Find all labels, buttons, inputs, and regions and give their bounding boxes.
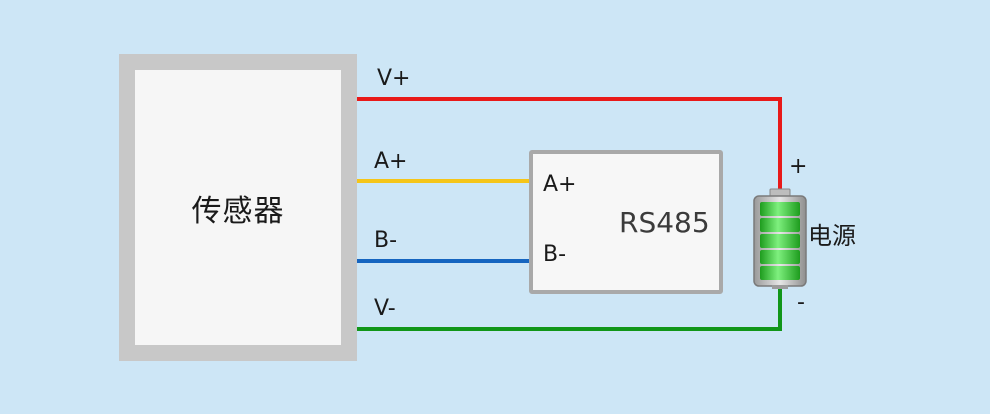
sensor-box: 传感器 [119,54,357,361]
power-plus-label: + [789,154,808,179]
wire-vminus [357,284,782,331]
power-label: 电源 [808,222,856,250]
wire-label-aplus: A+ [374,149,408,174]
wire-label-bminus: B- [374,228,398,253]
rs485-module: A+ B- RS485 [529,150,723,294]
power-minus-label: - [797,290,805,315]
wire-vplus [357,97,782,194]
wire-label-vplus: V+ [377,66,411,91]
port-label-b: B- [543,242,567,267]
sensor-label: 传感器 [191,193,285,229]
battery-icon [753,188,807,289]
module-title: RS485 [619,206,710,239]
port-label-a: A+ [543,172,577,197]
wire-label-vminus: V- [374,296,396,321]
